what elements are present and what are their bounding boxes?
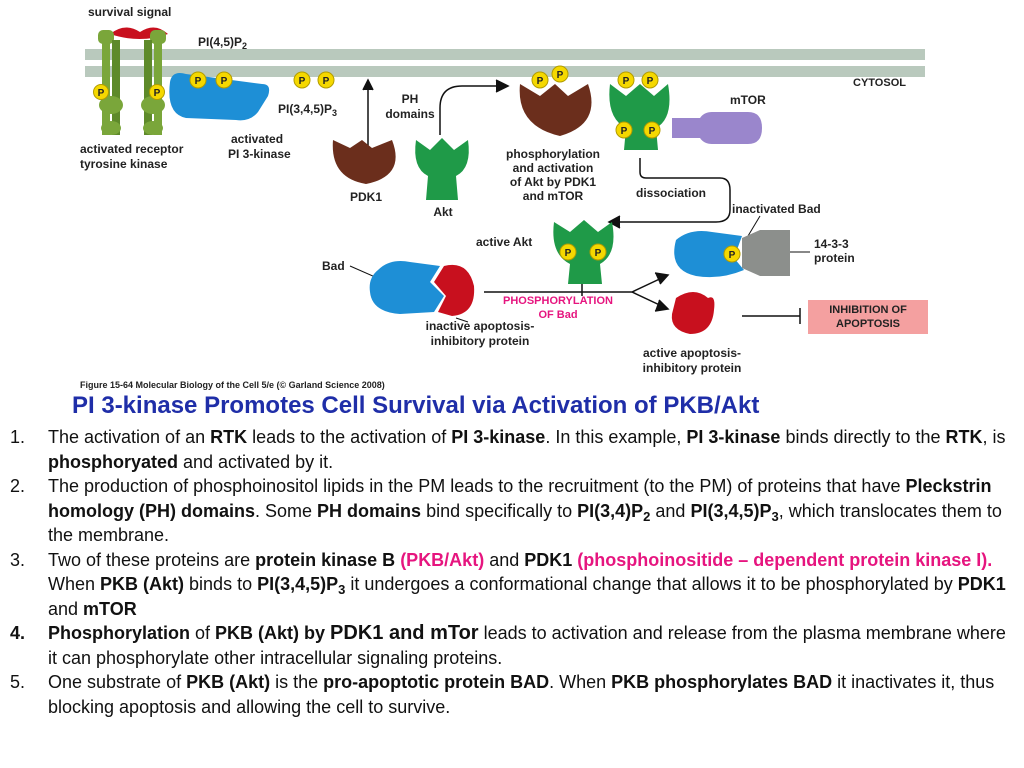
phosphate-label: P <box>621 126 628 137</box>
activated-pi3k-label-line1: activated <box>231 132 283 146</box>
pip3-label: PI(3,4,5)P3 <box>278 102 337 118</box>
active-inhibitor-label-line1: active apoptosis- <box>643 346 741 360</box>
membrane-pdk1-shape <box>519 84 592 136</box>
point-item: 1. The activation of an RTK leads to the … <box>10 425 1010 474</box>
membrane-akt-shape <box>609 84 670 150</box>
phosphate-label: P <box>195 76 202 87</box>
akt-label: Akt <box>433 205 452 219</box>
phos-activation-label-line2: and activation <box>513 161 594 175</box>
phosphate-label: P <box>323 76 330 87</box>
receptor-tyrosine-kinase <box>98 30 166 135</box>
phos-activation-label-line1: phosphorylation <box>506 147 600 161</box>
phosphate-label: P <box>299 76 306 87</box>
recruitment-arrows <box>362 78 510 150</box>
pdk1-label: PDK1 <box>350 190 382 204</box>
signaling-pathway-figure: survival signal P P activated receptor t… <box>80 5 928 390</box>
inhibition-label-line1: INHIBITION OF <box>829 304 907 316</box>
active-akt-label: active Akt <box>476 235 532 249</box>
phosphate-label: P <box>98 88 105 99</box>
inactive-inhibitor-label-line2: inhibitory protein <box>431 334 530 348</box>
pdk1-shape <box>332 140 396 184</box>
phos-bad-label-line2: OF Bad <box>538 309 577 321</box>
point-text: The activation of an RTK leads to the ac… <box>48 427 1006 472</box>
phosphate-label: P <box>595 248 602 259</box>
phosphate-label: P <box>565 248 572 259</box>
phosphate-label: P <box>649 126 656 137</box>
protein-1433-label-line1: 14-3-3 <box>814 237 849 251</box>
inhibition-line <box>742 308 801 324</box>
ph-domains-label-line2: domains <box>385 107 435 121</box>
inhibitor-label-pointer <box>455 317 469 323</box>
protein-1433-shape <box>742 230 790 276</box>
point-text: One substrate of PKB (Akt) is the pro-ap… <box>48 672 995 717</box>
phosphate-label: P <box>557 70 564 81</box>
inactivated-bad-pointer <box>747 215 761 237</box>
inactivated-bad-shape <box>674 231 744 278</box>
point-item: 3. Two of these proteins are protein kina… <box>10 548 1010 622</box>
mtor-shape <box>672 112 762 144</box>
slide-title: PI 3-kinase Promotes Cell Survival via A… <box>72 392 760 419</box>
phosphate-label: P <box>221 76 228 87</box>
phosphate-label: P <box>537 76 544 87</box>
protein-1433-label-line2: protein <box>814 251 855 265</box>
inactive-inhibitor-shape <box>434 264 475 316</box>
pip2-label: PI(4,5)P2 <box>198 35 247 51</box>
point-item: 4. Phosphorylation of PKB (Akt) by PDK1 a… <box>10 621 1010 670</box>
point-text: The production of phosphoinositol lipids… <box>48 476 1002 545</box>
phos-activation-label-line4: and mTOR <box>523 189 584 203</box>
mtor-label: mTOR <box>730 93 766 107</box>
phos-activation-label-line3: of Akt by PDK1 <box>510 175 597 189</box>
numbered-points: 1. The activation of an RTK leads to the … <box>10 425 1010 719</box>
active-akt-shape <box>553 220 614 284</box>
bad-shape <box>369 261 444 314</box>
split-arrows <box>484 272 670 312</box>
activated-receptor-label-line1: activated receptor <box>80 142 184 156</box>
phosphate-label: P <box>647 76 654 87</box>
inactive-inhibitor-label-line1: inactive apoptosis- <box>426 319 535 333</box>
point-item: 2. The production of phosphoinositol lipi… <box>10 474 1010 548</box>
point-number: 4. <box>10 623 26 643</box>
survival-signal-label: survival signal <box>88 5 171 19</box>
phos-bad-label-line1: PHOSPHORYLATION <box>503 295 613 307</box>
cytosol-label: CYTOSOL <box>853 77 906 89</box>
point-item: 5. One substrate of PKB (Akt) is the pro-… <box>10 670 1010 719</box>
point-number: 3. <box>10 549 26 570</box>
point-text: Phosphorylation of PKB (Akt) by PDK1 and… <box>48 622 1006 668</box>
ph-domains-label-line1: PH <box>402 92 419 106</box>
activated-pi3k-label-line2: PI 3-kinase <box>228 147 291 161</box>
bad-label: Bad <box>322 259 345 273</box>
dissociation-arrow <box>607 158 731 229</box>
plasma-membrane <box>85 49 925 77</box>
point-number: 2. <box>10 476 26 496</box>
akt-shape <box>415 138 469 200</box>
inhibition-label-line2: APOPTOSIS <box>836 318 900 330</box>
phosphate-label: P <box>729 250 736 261</box>
activated-receptor-label-line2: tyrosine kinase <box>80 157 168 171</box>
inactivated-bad-label: inactivated Bad <box>732 202 821 216</box>
point-number: 5. <box>10 672 26 692</box>
point-text: Two of these proteins are protein kinase… <box>48 549 1006 619</box>
active-inhibitor-shape <box>671 292 715 334</box>
point-number: 1. <box>10 427 26 447</box>
dissociation-label: dissociation <box>636 186 706 200</box>
phosphate-label: P <box>154 88 161 99</box>
inhibition-of-apoptosis-box <box>808 300 928 334</box>
figure-caption: Figure 15-64 Molecular Biology of the Ce… <box>80 380 385 390</box>
active-inhibitor-label-line2: inhibitory protein <box>643 361 742 375</box>
phosphate-label: P <box>623 76 630 87</box>
